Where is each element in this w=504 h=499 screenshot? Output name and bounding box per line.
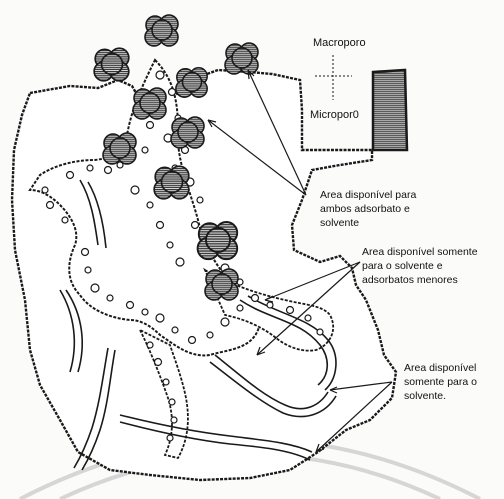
macropore-label: Macroporo — [313, 36, 366, 50]
micropore-label: Micropor0 — [310, 108, 359, 122]
area-both-label: Area disponível para ambos adsorbato e s… — [320, 188, 416, 230]
area-solvent-small-label: Area disponível somente para o solvente … — [362, 245, 478, 287]
boundary-marker — [315, 55, 352, 100]
micropore-block — [373, 70, 407, 150]
area-solvent-only-label: Area disponível somente para o solvente. — [404, 361, 477, 403]
